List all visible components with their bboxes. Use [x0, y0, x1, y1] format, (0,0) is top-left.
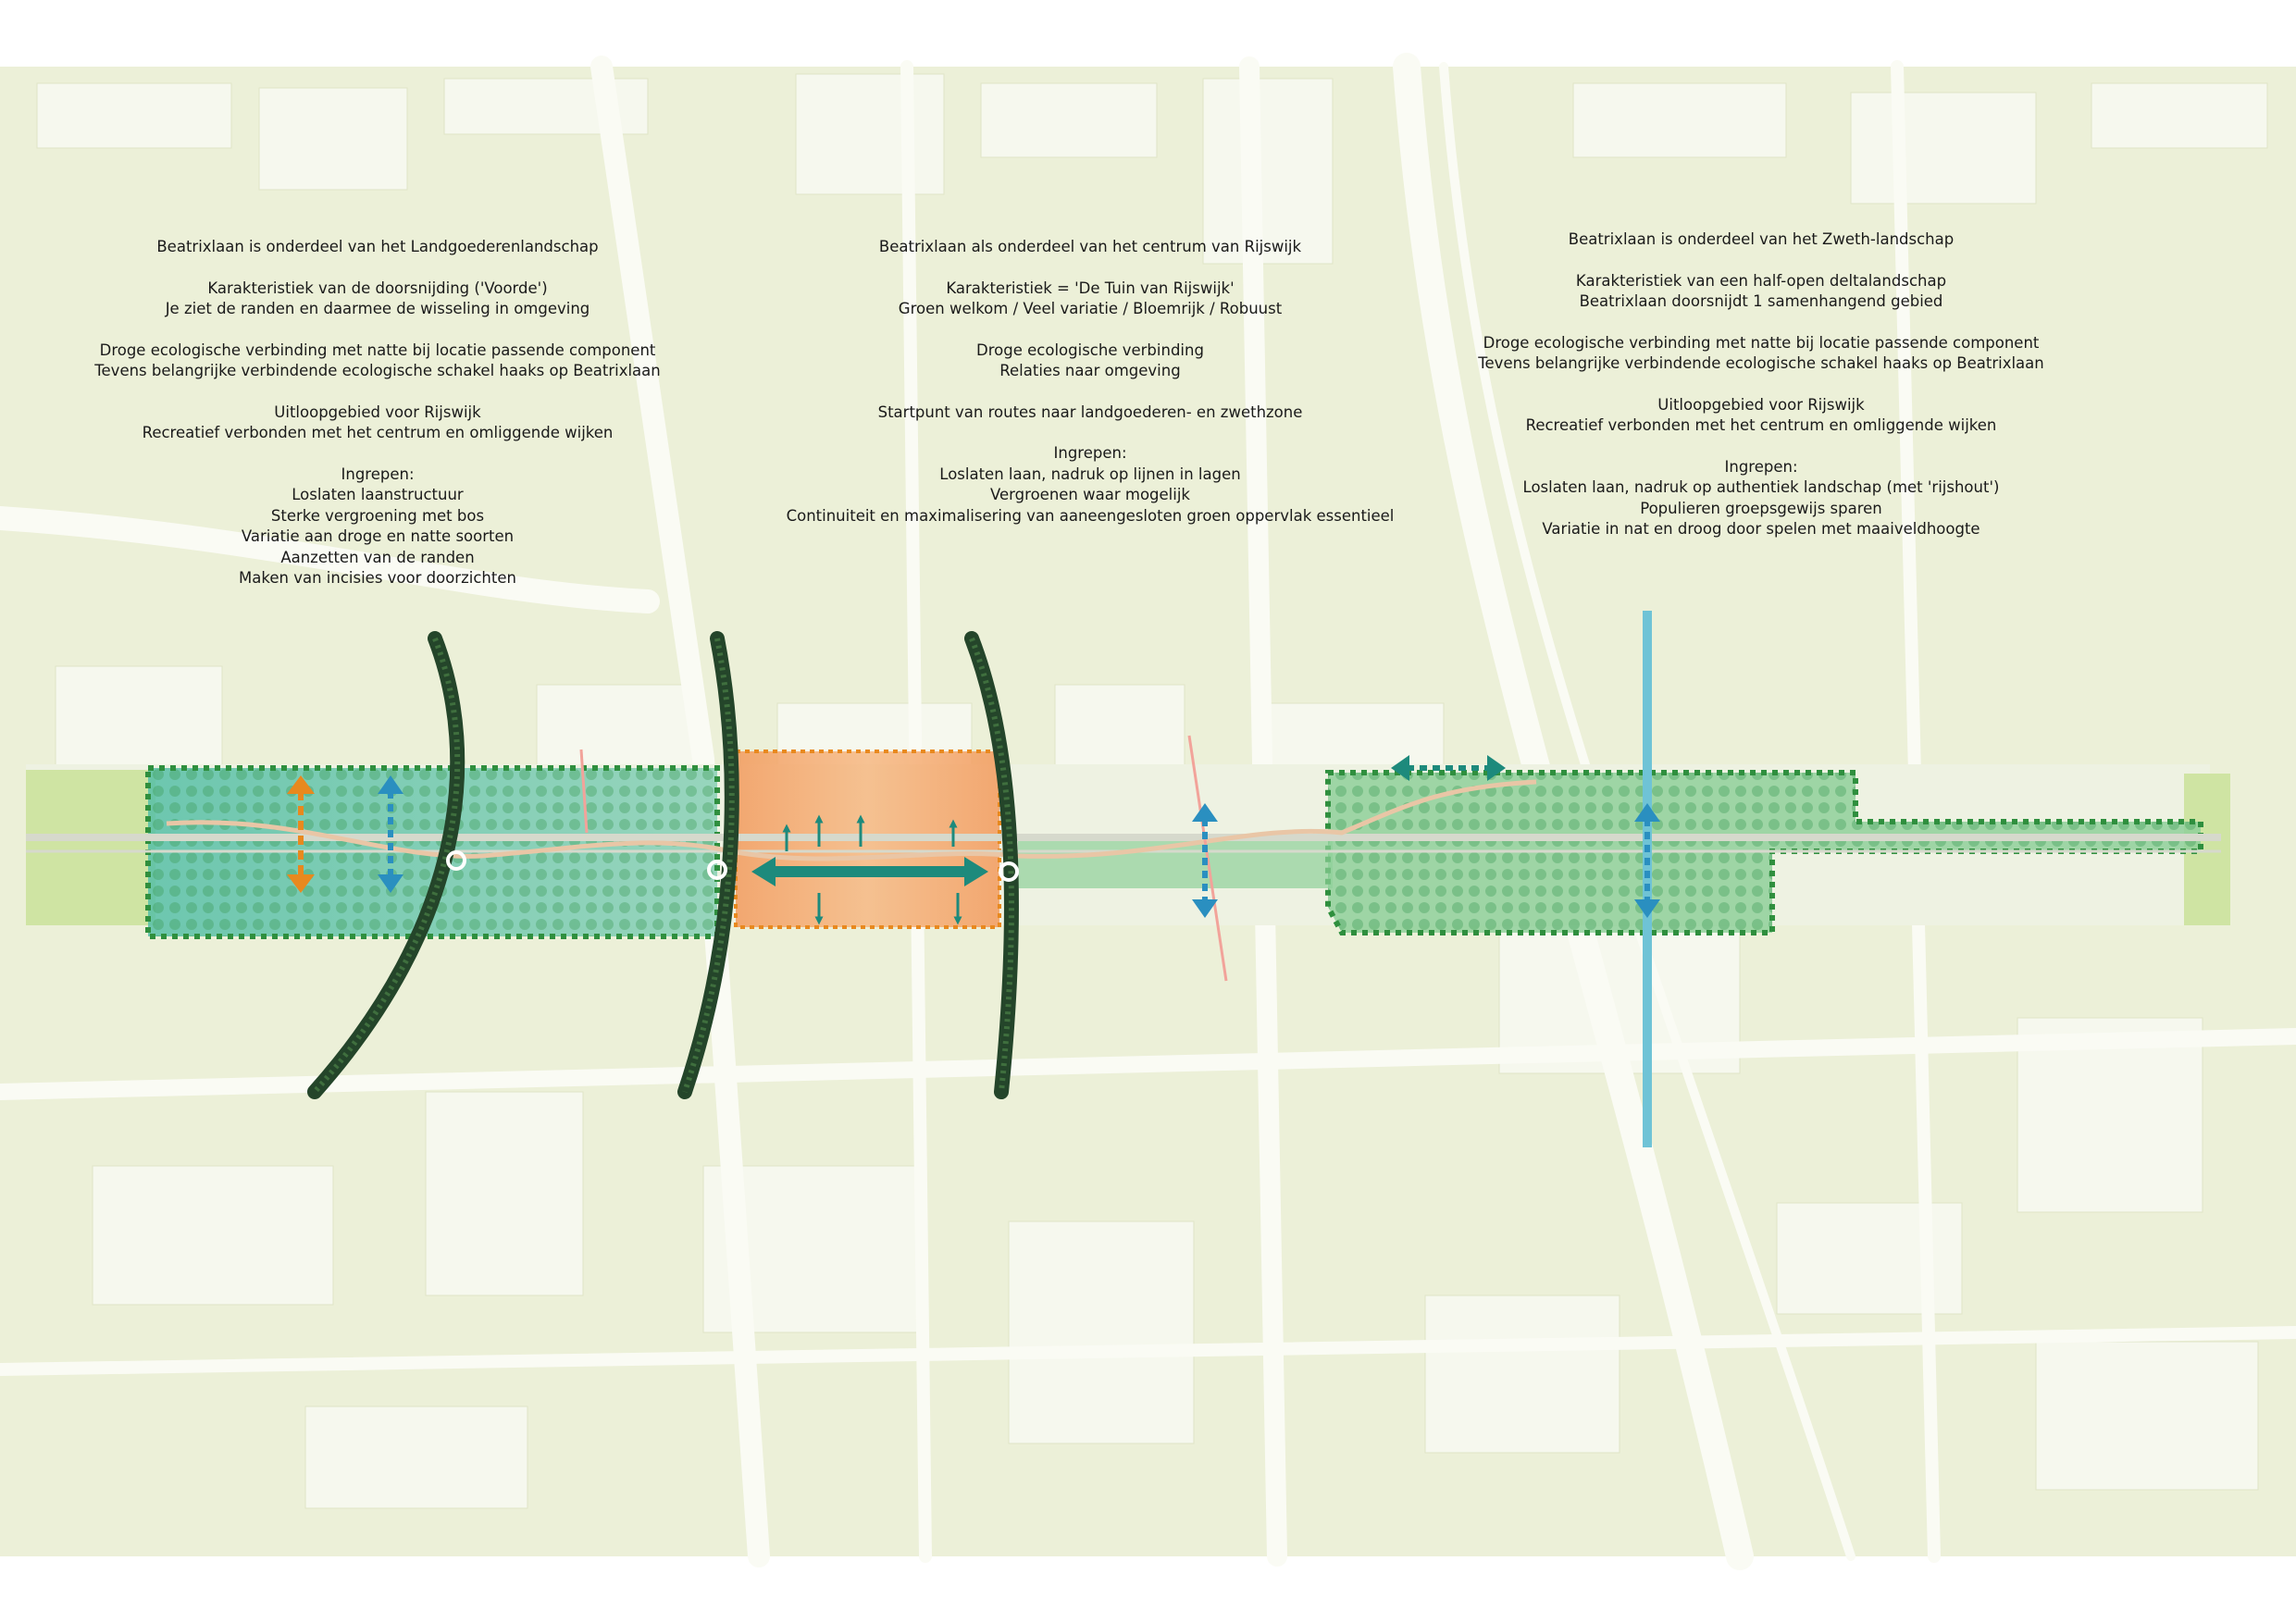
ingrepen-item: Maken van incisies voor doorzichten [239, 569, 516, 587]
block-title: Beatrixlaan als onderdeel van het centru… [878, 238, 1302, 255]
ecology-line-1: Droge ecologische verbinding met natte b… [99, 341, 656, 359]
center-markers [782, 814, 962, 925]
arrow-head-up [287, 775, 315, 794]
arrow-head-left [1391, 755, 1409, 781]
double-arrow-icon [751, 857, 988, 886]
ingrepen-heading: Ingrepen: [1724, 457, 1798, 476]
ecology-line-1: Droge ecologische verbinding met natte b… [1483, 333, 2040, 352]
block-title: Beatrixlaan is onderdeel van het Zweth-l… [1568, 230, 1955, 248]
tree-band-icon [677, 631, 739, 1099]
uitloop-line-1: Uitloopgebied voor Rijswijk [274, 403, 481, 421]
ingrepen-item: Loslaten laan, nadruk op lijnen in lagen [939, 465, 1241, 483]
ecology-line-2: Tevens belangrijke verbindende ecologisc… [94, 362, 661, 379]
arrow-head-down [1192, 899, 1218, 918]
ingrepen-item: Variatie aan droge en natte soorten [241, 527, 515, 545]
ingrepen-item: Loslaten laanstructuur [292, 486, 464, 503]
ingrepen-item: Variatie in nat en droog door spelen met… [1542, 520, 1980, 538]
arrow-head-down [378, 874, 403, 893]
characteristic-text: Groen welkom / Veel variatie / Bloemrijk… [898, 300, 1283, 317]
tree-band-icon [307, 631, 465, 1099]
arrow-head-down [1634, 899, 1660, 918]
arrow-head-up [1634, 803, 1660, 822]
ecology-line-2: Relaties naar omgeving [999, 362, 1181, 379]
text-block-zweth: Beatrixlaan is onderdeel van het Zweth-l… [1478, 229, 2043, 540]
characteristic-text: Beatrixlaan doorsnijdt 1 samenhangend ge… [1579, 292, 1943, 310]
characteristic-heading: Karakteristiek van een half-open deltala… [1575, 271, 1947, 290]
corridor-start-field [26, 770, 155, 925]
characteristic-text: Je ziet de randen en daarmee de wisselin… [165, 300, 590, 317]
uitloop-line-1: Uitloopgebied voor Rijswijk [1657, 395, 1865, 414]
arrow-head-down [287, 874, 315, 893]
ingrepen-item: Sterke vergroening met bos [270, 506, 485, 525]
ecology-line-1: Droge ecologische verbinding [976, 341, 1204, 359]
pink-axis-left [579, 749, 589, 834]
startpunt-line: Startpunt van routes naar landgoederen- … [877, 403, 1303, 421]
ecology-line-2: Tevens belangrijke verbindende ecologisc… [1478, 354, 2044, 372]
characteristic-heading: Karakteristiek = 'De Tuin van Rijswijk' [946, 279, 1235, 297]
arrow-head-right [1487, 755, 1506, 781]
arrow-head-up [378, 775, 403, 794]
ingrepen-heading: Ingrepen: [341, 465, 415, 483]
ingrepen-item: Populieren groepsgewijs sparen [1640, 499, 1882, 517]
characteristic-heading: Karakteristiek van de doorsnijding ('Voo… [207, 279, 548, 297]
roads [0, 53, 2296, 1570]
text-block-landgoederen: Beatrixlaan is onderdeel van het Landgoe… [94, 237, 660, 589]
text-block-centrum: Beatrixlaan als onderdeel van het centru… [787, 237, 1395, 527]
ingrepen-item: Continuiteit en maximalisering van aanee… [786, 506, 1395, 525]
tree-band-icon [964, 631, 1019, 1099]
recreational-route [166, 779, 1537, 861]
arrow-head-up [1192, 803, 1218, 822]
roundabout-icon [446, 850, 1019, 882]
uitloop-line-2: Recreatief verbonden met het centrum en … [1525, 416, 1997, 434]
ingrepen-item: Vergroenen waar mogelijk [990, 486, 1190, 503]
ingrepen-heading: Ingrepen: [1053, 444, 1127, 462]
block-title: Beatrixlaan is onderdeel van het Landgoe… [156, 238, 599, 255]
ingrepen-item: Loslaten laan, nadruk op authentiek land… [1522, 478, 2000, 496]
ingrepen-item: Aanzetten van de randen [280, 548, 475, 566]
uitloop-line-2: Recreatief verbonden met het centrum en … [142, 424, 614, 441]
